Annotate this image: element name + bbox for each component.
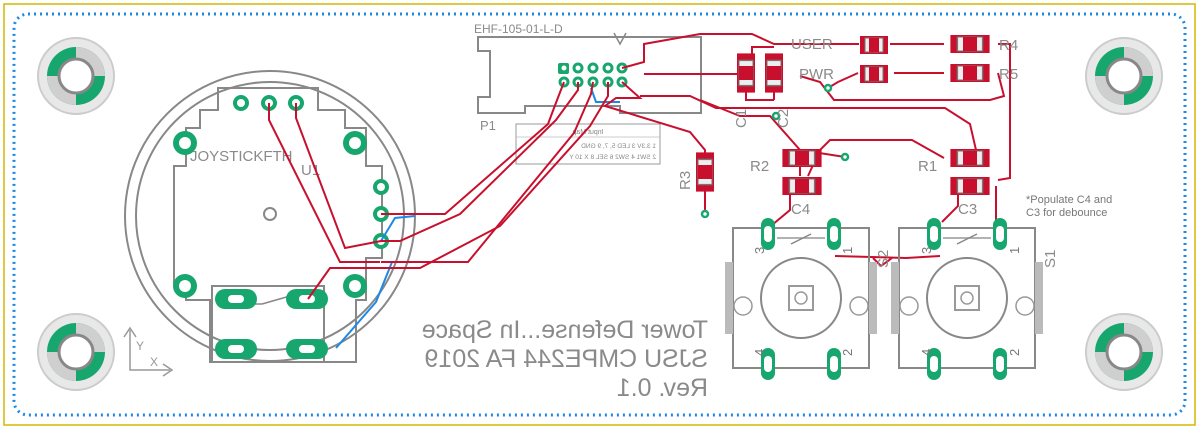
s2-pin1-label: 1 <box>840 247 855 254</box>
capacitor-c2-label: C2 <box>775 109 792 128</box>
resistor-r5 <box>949 63 991 83</box>
s2-pin2-label: 2 <box>840 349 855 356</box>
axis-indicator <box>123 326 174 377</box>
s1-pin1-label: 1 <box>1007 247 1022 254</box>
vias <box>700 83 850 219</box>
title-line-1: Tower Defense...In Space <box>422 316 708 344</box>
title-line-3: Rev. 0.1 <box>617 374 708 402</box>
capacitor-c4-label: C4 <box>791 201 810 218</box>
user-led <box>859 35 889 55</box>
resistor-r2 <box>781 148 823 168</box>
joystick-name-label: JOYSTICKFTH <box>190 148 293 165</box>
mount-hole-bottom-right <box>1084 312 1164 392</box>
joystick-footprint <box>124 70 416 363</box>
connector-designator-label: P1 <box>480 118 496 133</box>
debounce-note-line1: *Populate C4 and <box>1026 194 1112 206</box>
capacitor-c1-label: C1 <box>733 109 750 128</box>
s2-pin3-label: 3 <box>752 247 767 254</box>
input-map-box: Input Map 1 3.3V 3 LED 5, 7, 9 GND 2 SW1… <box>515 123 661 165</box>
input-map-title: Input Map <box>572 129 603 136</box>
axis-y-label: Y <box>136 339 144 353</box>
power-led-label: PWR <box>799 66 834 83</box>
axis-x-label: X <box>150 355 158 369</box>
s1-pin2-label: 2 <box>1007 349 1022 356</box>
resistor-r4-label: R4 <box>999 37 1018 54</box>
resistor-r3 <box>695 151 715 193</box>
resistor-r3-label: R3 <box>677 171 694 190</box>
board-edge <box>12 12 1187 417</box>
s1-pin4-label: 4 <box>919 349 934 356</box>
resistor-r2-label: R2 <box>750 158 769 175</box>
capacitor-c4 <box>781 176 823 196</box>
capacitor-c3 <box>949 176 991 196</box>
resistor-r1 <box>949 148 991 168</box>
mount-hole-top-right <box>1084 36 1164 116</box>
debounce-note-line2: C3 for debounce <box>1026 207 1107 219</box>
resistor-r4 <box>949 34 991 54</box>
input-map-row1: 1 3.3V 3 LED 5, 7, 9 GND <box>581 143 656 150</box>
capacitor-c3-label: C3 <box>958 201 977 218</box>
s1-pin3-label: 3 <box>919 247 934 254</box>
switch-s1-label: S1 <box>1042 250 1059 268</box>
mount-hole-bottom-left <box>36 312 116 392</box>
board-outline <box>3 3 1196 426</box>
s2-pin4-label: 4 <box>752 349 767 356</box>
switch-s2-label: S2 <box>875 250 892 268</box>
mount-hole-top-left <box>36 36 116 116</box>
capacitor-c2 <box>764 52 784 94</box>
user-led-label: USER <box>791 36 833 53</box>
resistor-r5-label: R5 <box>999 66 1018 83</box>
title-block: Tower Defense...In Space SJSU CMPE244 FA… <box>422 316 708 402</box>
capacitor-c1 <box>736 52 756 94</box>
resistor-r1-label: R1 <box>918 158 937 175</box>
power-led <box>859 64 889 84</box>
joystick-designator-label: U1 <box>301 162 320 179</box>
input-map-row2: 2 SW1 4 SW2 6 SEL 8 X 10 Y <box>569 154 656 161</box>
connector-part-label: EHF-105-01-L-D <box>474 22 563 36</box>
title-line-2: SJSU CMPE244 FA 2019 <box>425 345 708 373</box>
